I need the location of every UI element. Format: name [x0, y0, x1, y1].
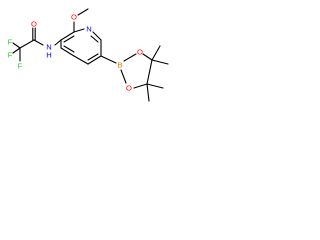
bond-c5-boron: [100, 55, 117, 64]
bond-cf3-f1: [12, 42, 21, 49]
atom-labels: F F F O N H O N B O O: [8, 13, 143, 93]
pyridine-nitrogen: N: [86, 25, 91, 34]
svg-text:B: B: [117, 61, 122, 70]
bond-c1-me1: [151, 45, 161, 61]
bond-o2-c2: [133, 83, 148, 89]
amide-hydrogen: H: [46, 51, 51, 60]
bond-c4-c3: [73, 55, 89, 65]
bond-b-o1: [123, 53, 137, 62]
svg-text:O: O: [31, 20, 37, 29]
bond-b-o2: [120, 69, 127, 84]
svg-text:F: F: [8, 38, 13, 47]
svg-text:F: F: [8, 51, 13, 60]
bond-c1-c2: [146, 59, 153, 85]
bond-c1-me2: [151, 59, 169, 65]
bond-c2-c2b-double: [63, 35, 75, 43]
ester-oxygen-1: O: [137, 48, 143, 57]
bond-c2-n1: [73, 28, 85, 33]
bond-cf3-carbonyl: [19, 39, 35, 49]
bond-n1-c6-double: [90, 35, 99, 43]
bonds: [12, 8, 169, 102]
chemical-structure: F F F O N H O N B O O: [8, 8, 169, 102]
svg-text:N: N: [86, 25, 91, 34]
fluorine-atom-2: F: [8, 51, 13, 60]
bond-c5-c4-double: [87, 53, 99, 61]
ester-oxygen-2: O: [126, 84, 132, 93]
svg-text:O: O: [137, 48, 143, 57]
bond-c3-c3b: [60, 47, 75, 57]
bond-n-ring: [54, 39, 62, 46]
bond-c2-me1: [146, 83, 164, 89]
bond-c3-c2: [60, 31, 75, 41]
svg-text:O: O: [126, 84, 132, 93]
bond-carbonyl-n: [33, 39, 44, 46]
svg-text:N: N: [46, 43, 51, 52]
bond-n1-c6: [92, 31, 102, 41]
amide-nitrogen: N H: [46, 43, 51, 60]
carbonyl-oxygen: O: [31, 20, 37, 29]
svg-text:F: F: [18, 62, 23, 71]
fluorine-atom-1: F: [8, 38, 13, 47]
bond-c5-c4: [87, 55, 102, 65]
boron-atom: B: [117, 61, 122, 70]
bond-c2-me2: [146, 83, 150, 102]
svg-text:O: O: [71, 13, 77, 22]
bond-o1-c1: [142, 53, 153, 61]
fluorine-atom-3: F: [18, 62, 23, 71]
bond-c3-c3b-double: [63, 45, 75, 53]
bond-methoxy-o-ch3: [77, 8, 89, 16]
bond-cf3-f2: [12, 47, 21, 54]
methoxy-oxygen: O: [71, 13, 77, 22]
